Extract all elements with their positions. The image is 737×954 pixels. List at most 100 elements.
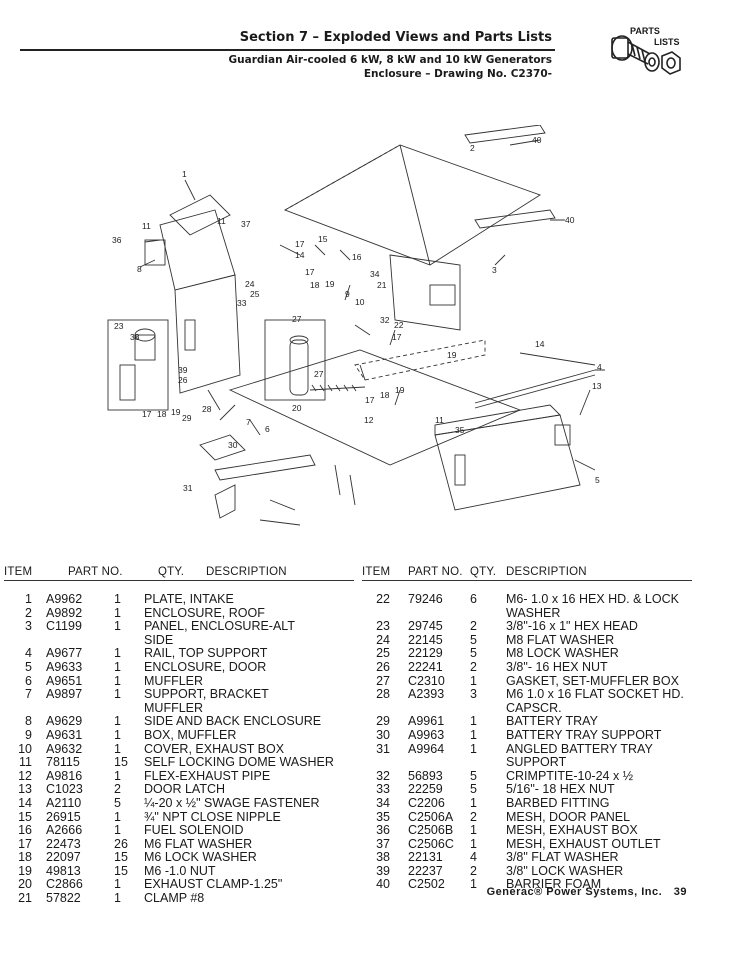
quantity: 1 [114,687,121,702]
svg-text:40: 40 [565,215,575,225]
part-number: 22259 [408,782,443,797]
quantity: 2 [470,659,477,674]
muffler [289,339,309,396]
svg-text:2: 2 [470,143,475,153]
door-mesh [454,454,466,486]
item-number: 33 [376,782,390,797]
part-number: 22129 [408,646,443,661]
quantity: 1 [470,836,477,851]
battery-tray-support [214,454,316,481]
svg-text:19: 19 [171,407,181,417]
svg-text:40: 40 [532,135,542,145]
quantity: 1 [114,714,121,729]
svg-text:19: 19 [447,350,457,360]
part-number [390,607,470,621]
svg-text:6: 6 [265,424,270,434]
drawing-callouts: 1 2 3 4 5 6 7 8 9 10 11 11 11 12 13 14 1… [112,135,602,493]
quantity: 1 [470,714,477,729]
quantity: 5 [470,768,477,783]
item-number: 7 [25,687,32,702]
part-number: C2206 [408,795,445,810]
table-row: 7 A9897 1 SUPPORT, BRACKET [4,688,354,702]
page-number: 39 [673,886,687,898]
quantity: 1 [114,809,121,824]
description: M6 FLAT WASHER [144,836,253,851]
description: FUEL SOLENOID [144,823,244,838]
logo-text-parts: PARTS [630,26,660,36]
description: GASKET, SET-MUFFLER BOX [506,673,679,688]
quantity: 5 [114,795,121,810]
item-number: 9 [25,727,32,742]
svg-text:23: 23 [114,321,124,331]
item-number: 25 [376,646,390,661]
quantity: 6 [470,592,477,606]
svg-text:29: 29 [182,413,192,423]
part-number: A9897 [46,687,83,702]
svg-text:17: 17 [365,395,375,405]
part-number: A9632 [46,741,83,756]
item-number: 28 [376,687,390,702]
quantity: 1 [114,592,121,606]
part-number: A9633 [46,659,83,674]
quantity: 1 [114,646,121,661]
quantity: 3 [470,687,477,702]
item-number: 21 [18,891,32,906]
quantity: 2 [470,619,477,634]
description: PANEL, ENCLOSURE-ALT [144,619,295,634]
quantity: 1 [470,741,477,756]
item-number [4,702,46,716]
item-number: 12 [18,768,32,783]
part-number: A9629 [46,714,83,729]
description: PLATE, INTAKE [144,592,234,606]
footer-company: Generac® Power Systems, Inc. [486,886,663,898]
svg-text:9: 9 [345,289,350,299]
description: M6- 1.0 x 16 HEX HD. & LOCK [506,592,679,606]
svg-text:31: 31 [183,483,193,493]
description: CLAMP #8 [144,891,205,906]
item-number: 19 [18,863,32,878]
description: ANGLED BATTERY TRAY [506,741,653,756]
description: BARRIER FOAM [506,877,602,892]
quantity: 1 [114,727,121,742]
description: M6 -1.0 NUT [144,863,216,878]
side-vent [184,319,196,351]
description: SIDE [144,632,174,647]
part-number: C2506A [408,809,454,824]
part-number: A9651 [46,673,83,688]
quantity: 2 [470,809,477,824]
quantity: 15 [114,850,128,865]
page-footer: Generac® Power Systems, Inc. 39 [487,886,687,898]
description: SUPPORT [506,755,567,770]
svg-text:17: 17 [305,267,315,277]
item-number: 40 [376,877,390,892]
rail-upper [519,352,596,366]
description: MUFFLER [144,673,204,688]
quantity: 5 [470,782,477,797]
barrier-foam-top [464,124,546,144]
part-number: 22131 [408,850,443,865]
item-number: 26 [376,659,390,674]
quantity: 15 [114,755,128,770]
item-number: 18 [18,850,32,865]
svg-text:18: 18 [380,390,390,400]
header-part-no: PART NO. [408,566,463,578]
item-number: 8 [25,714,32,729]
quantity [114,634,144,648]
svg-text:7: 7 [246,417,251,427]
description: 3/8" LOCK WASHER [506,863,624,878]
description: SIDE AND BACK ENCLOSURE [144,714,322,729]
item-number: 3 [25,619,32,634]
part-number: C1023 [46,782,83,797]
description: SUPPORT, BRACKET [144,687,269,702]
